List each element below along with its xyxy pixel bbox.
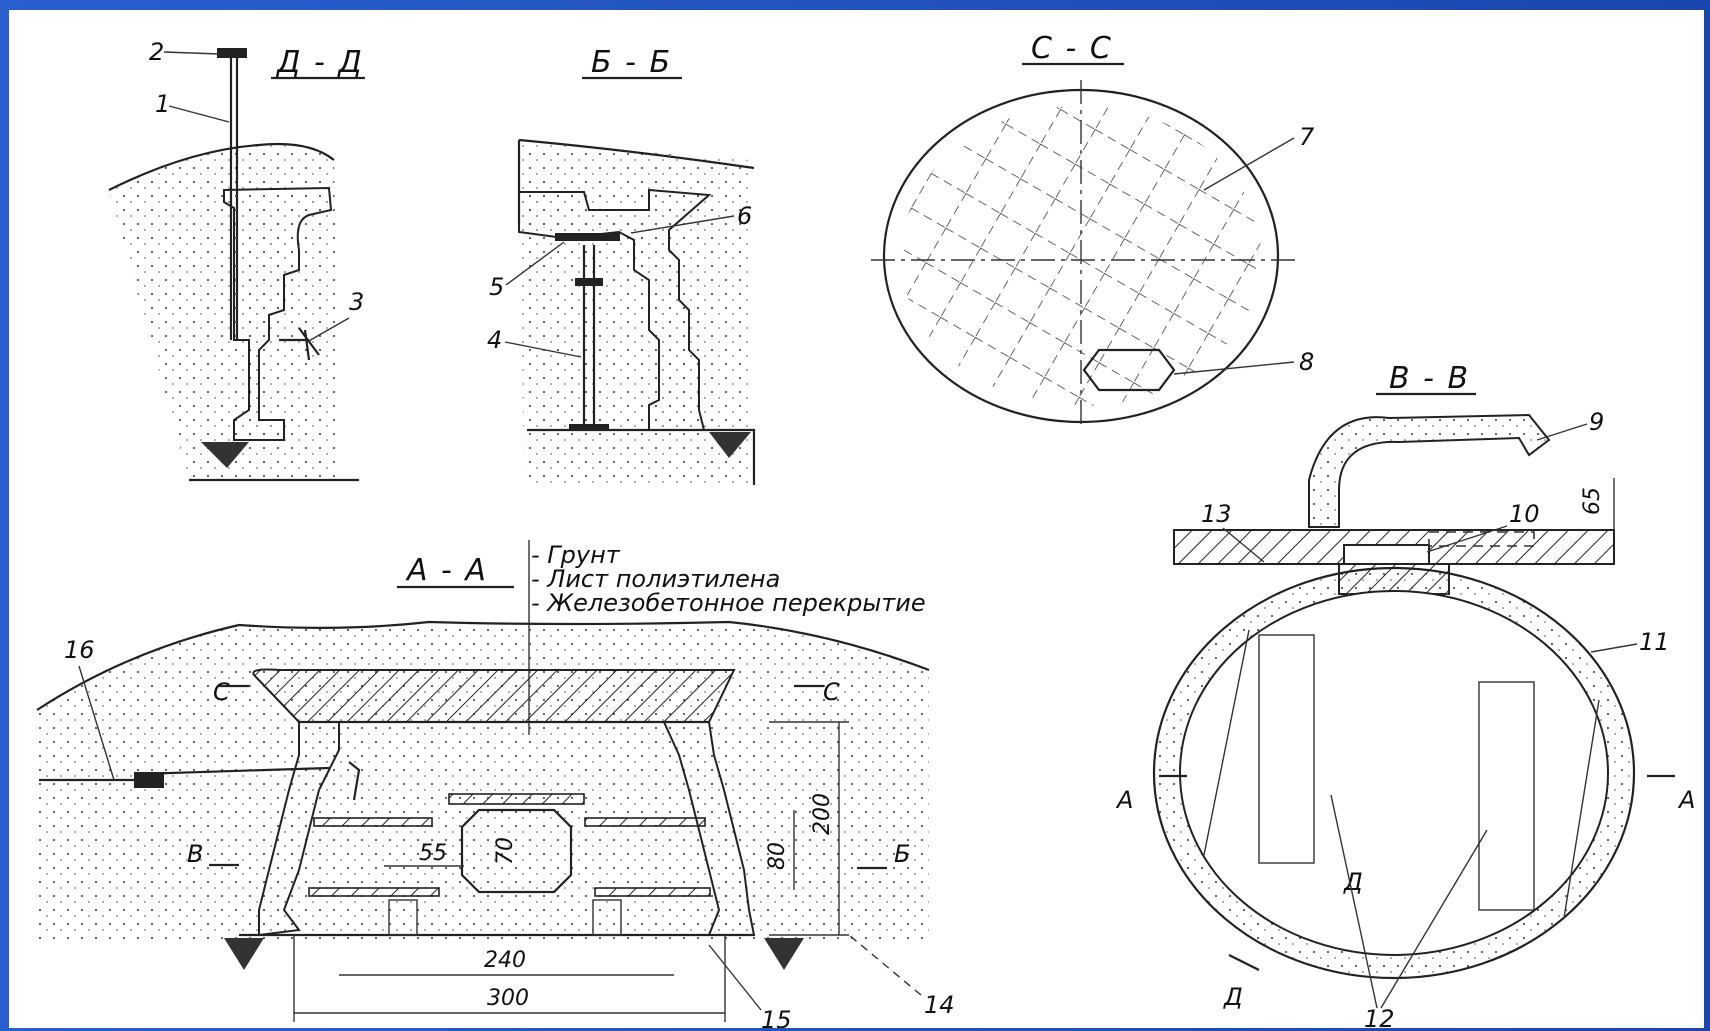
leader-16 — [78, 665, 115, 781]
bunk-left — [1258, 634, 1315, 864]
leader-9 — [1536, 423, 1588, 441]
dim-80: 80 — [765, 842, 790, 870]
slab-edge-6 — [555, 233, 620, 241]
leader-12a — [1330, 794, 1378, 1009]
dim-55: 55 — [419, 841, 447, 866]
callout-1: 1 — [155, 90, 170, 118]
hatch-dashed — [1428, 531, 1535, 547]
vent-cap — [217, 48, 247, 58]
callout-12: 12 — [1364, 1005, 1395, 1028]
callout-6: 6 — [737, 202, 752, 230]
callout-11: 11 — [1639, 628, 1670, 656]
vent-duct-9 — [1308, 413, 1551, 528]
callout-16: 16 — [64, 636, 95, 664]
ground-line — [36, 620, 930, 711]
callout-14: 14 — [924, 991, 955, 1019]
callout-15: 15 — [761, 1006, 792, 1028]
leader-11 — [1590, 643, 1638, 653]
wall-left — [258, 721, 340, 937]
cut-d-lower-line — [1228, 954, 1260, 971]
leader-5 — [505, 241, 565, 286]
shelf-left-lower — [308, 887, 440, 897]
dim-65: 65 — [1580, 487, 1605, 515]
dim-300: 300 — [487, 986, 529, 1011]
callout-9: 9 — [1589, 408, 1604, 436]
entry-pipe-16 — [39, 766, 330, 782]
drawing-sheet: Д - Д 2 1 3 Б - Б 6 5 4 — [9, 10, 1704, 1028]
callout-7: 7 — [1299, 123, 1315, 151]
leader-15 — [708, 944, 762, 1011]
leader-2 — [163, 51, 220, 55]
slab-and-wall — [518, 188, 712, 431]
callout-2: 2 — [149, 38, 164, 66]
legend-slab: - Железобетонное перекрытие — [531, 589, 926, 617]
leader-3 — [306, 317, 350, 343]
shelf-right-upper — [584, 817, 706, 827]
footing-right — [764, 938, 804, 970]
ground-line — [108, 142, 335, 191]
footing-left — [224, 938, 264, 970]
leader-10 — [1426, 525, 1508, 553]
leader-14 — [848, 934, 922, 996]
footing-hatch — [709, 432, 751, 458]
support-left — [388, 899, 418, 936]
support-right — [592, 899, 622, 936]
section-dd-title: Д - Д — [275, 45, 364, 80]
leader-1 — [168, 105, 230, 123]
callout-13: 13 — [1201, 500, 1232, 528]
cut-a-right: A — [1677, 786, 1695, 814]
legend-soil: - Грунт — [531, 541, 621, 569]
slab-overlay — [252, 668, 736, 723]
callout-3: 3 — [349, 288, 364, 316]
cut-d-upper: Д — [1343, 868, 1363, 896]
cut-v: B — [187, 840, 203, 868]
section-bb: Б - Б 6 5 4 — [487, 45, 756, 485]
valve — [348, 761, 361, 801]
cut-c-left: C — [213, 678, 230, 706]
hatch-opening-8 — [1082, 348, 1176, 392]
callout-8: 8 — [1299, 348, 1314, 376]
section-aa-title: А - А — [405, 553, 488, 588]
post-clamp — [575, 278, 603, 286]
technical-drawing: Д - Д 2 1 3 Б - Б 6 5 4 — [36, 31, 1695, 1028]
section-vv-title: В - В — [1389, 361, 1470, 396]
section-aa: А - А - Грунт - Лист полиэтилена - Желез… — [36, 540, 955, 1028]
dim-70: 70 — [493, 837, 518, 865]
dim-240: 240 — [484, 948, 526, 973]
section-dd: Д - Д 2 1 3 — [108, 38, 365, 482]
leader-8 — [1173, 361, 1295, 375]
shelf-right-lower — [594, 887, 711, 897]
section-vv: В - В A A Д Д 65 13 10 9 11 12 — [1115, 361, 1695, 1028]
callout-4: 4 — [487, 326, 502, 354]
brace-lines — [1203, 629, 1600, 919]
bunk-right — [1478, 681, 1535, 911]
shell-inner — [1179, 590, 1609, 956]
hatch-opening — [460, 808, 573, 894]
leader-4 — [504, 341, 582, 358]
post-base — [569, 424, 609, 430]
shelf-left-upper — [313, 817, 433, 827]
callout-10: 10 — [1509, 500, 1540, 528]
cut-d-lower: Д — [1223, 983, 1243, 1011]
pipe-coupling — [134, 772, 164, 788]
cut-c-right: C — [823, 678, 840, 706]
callout-5: 5 — [489, 273, 504, 301]
section-cc: С - С 7 8 — [871, 31, 1315, 430]
section-cc-title: С - С — [1031, 31, 1113, 66]
dim-200: 200 — [810, 793, 835, 835]
door-frame-top — [448, 793, 585, 805]
legend-film: - Лист полиэтилена — [531, 565, 780, 593]
hatch-10 — [1343, 544, 1430, 565]
leader-13 — [1222, 527, 1265, 563]
base-line — [527, 428, 756, 485]
leader-6 — [630, 215, 735, 234]
cut-a-left: A — [1115, 786, 1133, 814]
leader-7 — [1203, 137, 1295, 191]
cut-b: Б — [894, 840, 910, 868]
leader-12b — [1380, 829, 1488, 1009]
wall-stepped — [223, 186, 333, 441]
footing-hatch — [201, 442, 249, 468]
section-bb-title: Б - Б — [591, 45, 672, 80]
